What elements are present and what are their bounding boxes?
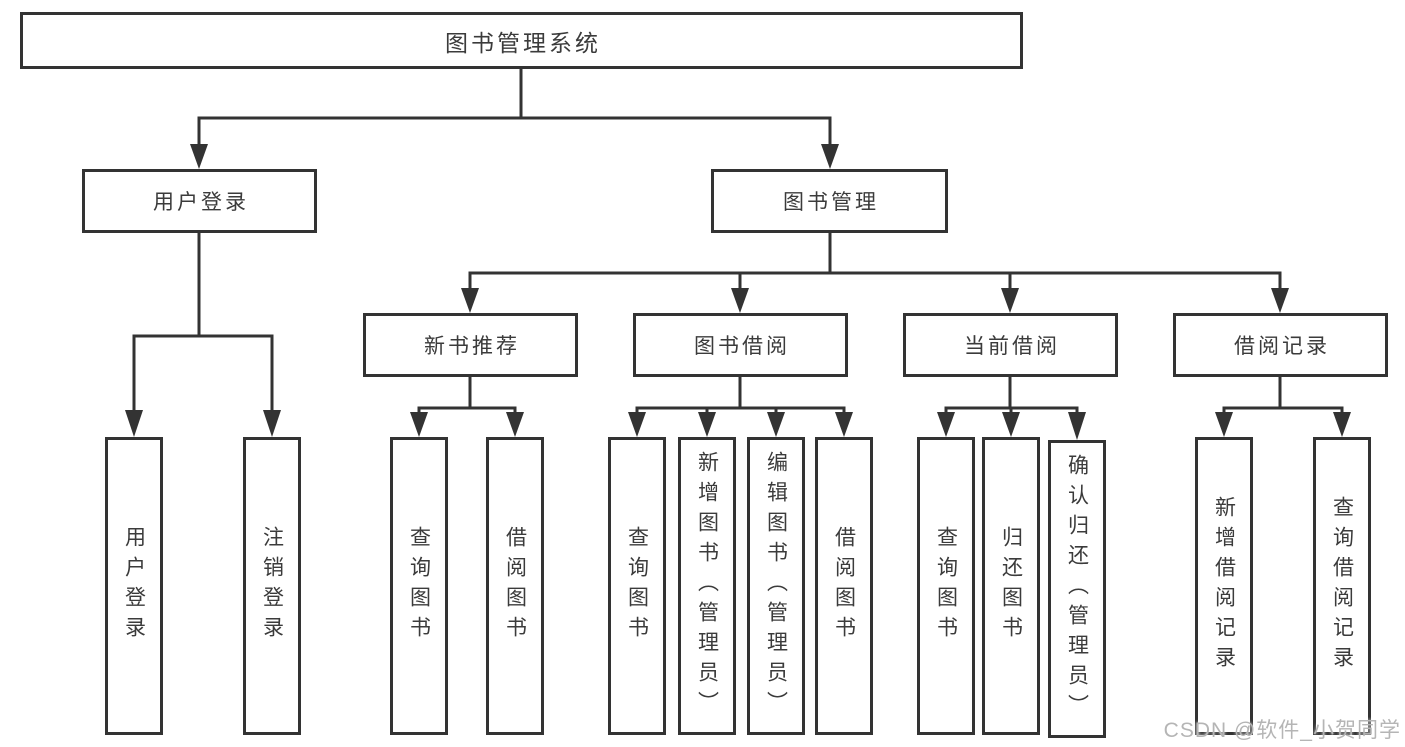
node-label: 借阅图书 [832,526,856,646]
node-label: 注销登录 [260,526,284,646]
connector-userlogin-to-leaves [125,233,281,437]
node-book-borrowing: 图书借阅 [633,313,848,377]
node-label: 图书借阅 [694,335,790,358]
node-library-management-system: 图书管理系统 [20,12,1023,69]
leaf-user-login: 用户登录 [105,437,163,735]
node-label: 查询图书 [625,526,649,646]
node-label: 编辑图书（管理员） [764,451,788,721]
leaf-add-borrow-record: 新增借阅记录 [1195,437,1253,735]
leaf-add-books-admin: 新增图书（管理员） [678,437,736,735]
node-label: 新增图书（管理员） [695,451,719,721]
node-label: 借阅图书 [503,526,527,646]
node-label: 查询图书 [407,526,431,646]
leaf-logout: 注销登录 [243,437,301,735]
connector-bookmgmt-to-level3 [461,233,1289,313]
node-label: 确认归还（管理员） [1065,454,1089,724]
leaf-confirm-return-admin: 确认归还（管理员） [1048,440,1106,738]
node-current-borrowing: 当前借阅 [903,313,1118,377]
node-label: 图书管理 [783,191,879,214]
node-book-management: 图书管理 [711,169,948,233]
node-label: 当前借阅 [964,335,1060,358]
connector-borrowrecords-to-leaves [1215,377,1351,437]
connector-newbook-to-leaves [410,377,524,437]
node-label: 用户登录 [122,526,146,646]
node-user-login: 用户登录 [82,169,317,233]
leaf-borrow-books: 借阅图书 [815,437,873,735]
node-new-book-recommend: 新书推荐 [363,313,578,377]
node-label: 新书推荐 [424,335,520,358]
leaf-borrow-books-recommend: 借阅图书 [486,437,544,735]
leaf-query-borrow-record: 查询借阅记录 [1313,437,1371,735]
node-label: 借阅记录 [1234,335,1330,358]
node-label: 查询图书 [934,526,958,646]
node-label: 用户登录 [153,191,249,214]
leaf-edit-books-admin: 编辑图书（管理员） [747,437,805,735]
leaf-query-books-borrow: 查询图书 [608,437,666,735]
connector-bookborrow-to-leaves [628,377,853,437]
node-label: 图书管理系统 [445,29,601,56]
leaf-return-books: 归还图书 [982,437,1040,735]
csdn-watermark: CSDN @软件_小贺同学 [1163,719,1401,742]
node-borrowing-records: 借阅记录 [1173,313,1388,377]
node-label: 新增借阅记录 [1212,496,1236,676]
leaf-query-books-current: 查询图书 [917,437,975,735]
connector-root-to-level2 [190,68,839,169]
leaf-query-books-recommend: 查询图书 [390,437,448,735]
node-label: 查询借阅记录 [1330,496,1354,676]
node-label: 归还图书 [999,526,1023,646]
connector-currentborrow-to-leaves [937,377,1086,440]
